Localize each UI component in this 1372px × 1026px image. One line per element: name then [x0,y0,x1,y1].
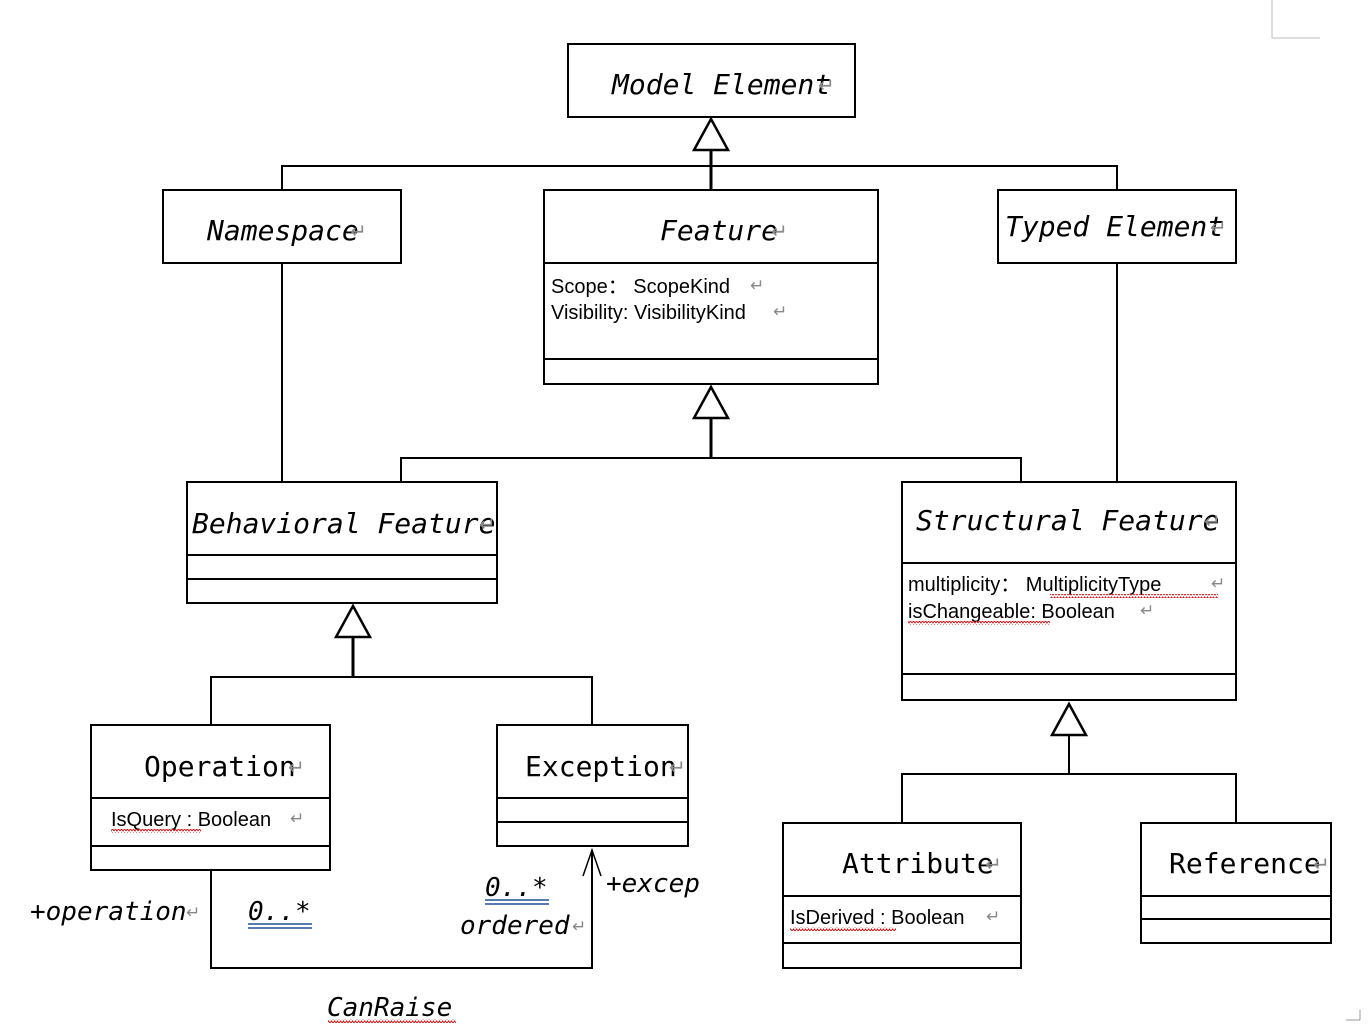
operation-role-label: +operation [30,897,187,927]
return-mark-icon: ↵ [669,757,686,779]
reference-compartment-dividers [1141,895,1331,920]
return-mark-icon: ↵ [818,75,835,97]
structural-bus [901,773,1237,823]
reference-box[interactable] [1140,822,1332,944]
namespace-box[interactable] [162,189,402,264]
operation-name: Operation [144,750,296,783]
return-mark-icon: ↵ [572,917,586,936]
model-element-bus [281,165,1118,190]
structural-triangle [1049,701,1089,737]
return-mark-icon: ↵ [1140,601,1154,620]
multiplicity-underlines [248,899,549,929]
behavioral-triangle [333,603,373,639]
operation-compartment-dividers [91,797,330,847]
return-mark-icon: ↵ [479,514,496,536]
return-mark-icon: ↵ [986,907,1000,926]
return-mark-icon: ↵ [186,903,200,922]
typed-element-box[interactable] [997,189,1237,264]
model-element-triangle [691,116,731,152]
return-mark-icon: ↵ [750,276,764,295]
behavioral-feature-name: Behavioral Feature [192,507,495,540]
spellcheck-squiggle [328,1019,456,1023]
return-mark-icon: ↵ [773,302,787,321]
association-name-label: CanRaise [327,993,452,1023]
spellcheck-underlines [111,594,1218,1023]
exception-multiplicity-label: 0..* [485,873,548,903]
connectors [210,150,1237,969]
feature-box[interactable] [543,189,879,385]
feature-attr-visibility: Visibility: VisibilityKind [551,302,746,324]
double-underline [248,923,312,929]
return-mark-icon: ↵ [288,757,305,779]
feature-triangle [691,384,731,420]
structural-compartment-dividers [902,562,1236,675]
structural-feature-box[interactable] [901,481,1237,701]
behavioral-bus [210,676,593,725]
return-mark-icon: ↵ [771,221,788,243]
attribute-name: Attribute [842,847,994,880]
operation-attr-isquery: IsQuery : Boolean [111,809,271,831]
feature-compartment-dividers [544,262,878,360]
return-mark-icon: ↵ [1204,511,1221,533]
return-mark-icon: ↵ [1313,854,1330,876]
feature-attr-scope: Scope： ScopeKind [551,276,730,298]
paragraph-marks: ↵ ↵ ↵ ↵ ↵ ↵ ↵ ↵ ↵ ↵ ↵ ↵ ↵ ↵ ↵ ↵ ↵ ↵ [186,75,1330,936]
attribute-compartment-dividers [783,895,1021,944]
spellcheck-squiggle [908,621,1050,625]
spellcheck-squiggle [111,829,201,833]
return-mark-icon: ↵ [290,809,304,828]
exception-compartment-dividers [497,797,688,823]
model-element-box[interactable] [567,43,856,118]
canraise-arrowhead [582,847,602,877]
return-mark-icon: ↵ [350,221,367,243]
structural-attr-multiplicity: multiplicity： MultiplicityType [908,574,1161,596]
reference-name: Reference [1169,847,1321,880]
return-mark-icon: ↵ [1210,217,1227,239]
behavioral-compartment-dividers [187,554,497,580]
feature-bus [400,457,1022,482]
exception-role-label: +excep [606,869,700,899]
exception-ordered-label: ordered [460,911,570,941]
double-underline [485,899,549,905]
generalization-triangles [333,116,1089,737]
structural-feature-name: Structural Feature [916,504,1219,537]
typed-element-name: Typed Element [1005,210,1224,243]
return-mark-icon: ↵ [1211,574,1225,593]
attribute-attr-isderived: IsDerived : Boolean [790,907,965,929]
namespace-name: Namespace [206,214,359,247]
spellcheck-squiggle [790,927,896,931]
canraise-association-line [210,850,593,969]
return-mark-icon: ↵ [985,854,1002,876]
behavioral-feature-box[interactable] [186,481,498,604]
structural-attr-changeable: isChangeable: Boolean [908,601,1115,623]
feature-name: Feature [660,214,778,247]
spellcheck-squiggle [1050,594,1218,598]
operation-multiplicity-label: 0..* [248,897,311,927]
model-element-name: Model Element [611,68,831,101]
page-end-mark [1346,1010,1361,1021]
exception-box[interactable] [496,724,689,847]
exception-name: Exception [525,750,677,783]
page-corner-mark [1271,0,1320,39]
